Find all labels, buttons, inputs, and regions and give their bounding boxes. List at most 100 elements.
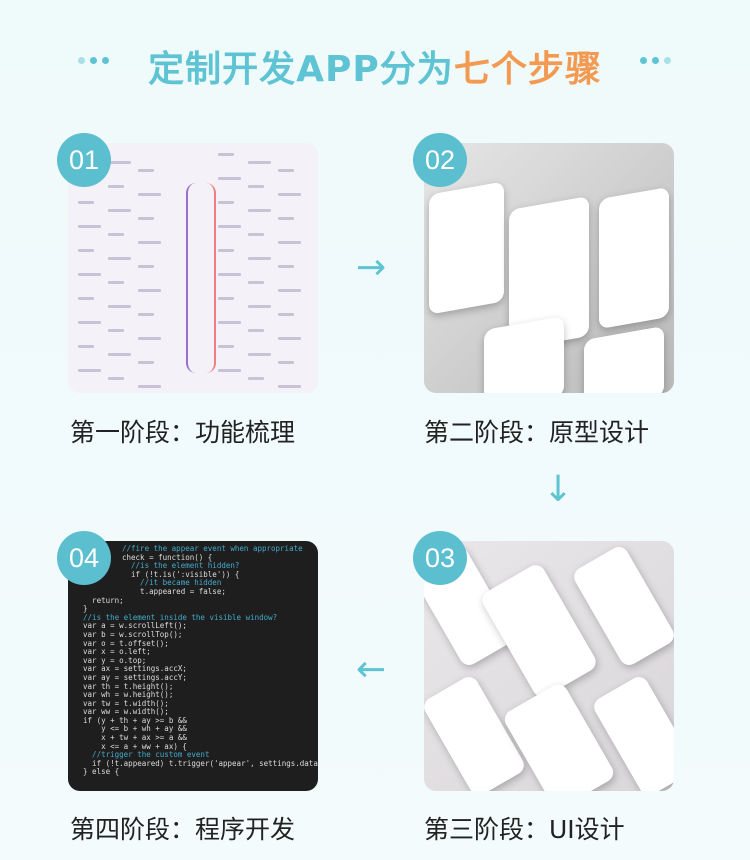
ui-design-image xyxy=(424,541,674,791)
code-line: x <= a + ww + ax) { xyxy=(74,741,187,751)
mindmap-node xyxy=(108,257,131,260)
mindmap-node xyxy=(108,281,124,284)
mindmap-node xyxy=(248,257,271,260)
mindmap-node xyxy=(278,289,301,292)
code-line: var a = w.scrollLeft(); xyxy=(74,621,187,631)
code-line: var x = o.left; xyxy=(74,647,151,657)
mindmap-branches xyxy=(186,183,216,373)
mindmap-node xyxy=(218,273,241,276)
mindmap-node xyxy=(108,377,124,380)
mindmap-node xyxy=(78,297,94,300)
mindmap-node xyxy=(218,249,234,252)
mindmap-node xyxy=(248,329,264,332)
mindmap-node xyxy=(108,329,124,332)
mindmap-node xyxy=(108,161,131,164)
mindmap-node xyxy=(78,321,101,324)
mindmap-node xyxy=(78,225,101,228)
mindmap-node xyxy=(218,201,234,204)
mindmap-node xyxy=(138,217,154,220)
code-line: } else { xyxy=(74,767,120,777)
mindmap-node xyxy=(218,345,234,348)
mindmap-node xyxy=(78,369,101,372)
mindmap-node xyxy=(278,313,294,316)
mindmap-node xyxy=(278,217,294,220)
mindmap-node xyxy=(248,209,271,212)
code-line: //it became hidden xyxy=(122,578,222,588)
mindmap-node xyxy=(108,233,124,236)
code-line: var tw = t.width(); xyxy=(74,698,169,708)
code-line: var wh = w.height(); xyxy=(74,690,174,700)
mindmap-node xyxy=(78,273,101,276)
code-line: var ax = settings.accX; xyxy=(74,664,187,674)
mindmap-node xyxy=(278,241,301,244)
mindmap-node xyxy=(138,337,161,340)
mindmap-node xyxy=(248,185,264,188)
step-label-01: 第一阶段：功能梳理 xyxy=(70,418,296,447)
mindmap-node xyxy=(278,169,294,172)
step-label-04: 第四阶段：程序开发 xyxy=(70,815,296,844)
code-line: //is the element inside the visible wind… xyxy=(74,612,278,622)
code-line: //fire the appear event when appropriate xyxy=(122,544,303,553)
decor-dots-left xyxy=(78,57,109,64)
arrow-down-icon: ↓ xyxy=(543,469,574,510)
code-line: t.appeared = false; xyxy=(122,586,226,596)
code-line: //is the element hidden? xyxy=(122,561,240,571)
mindmap-node xyxy=(248,377,264,380)
mindmap-node xyxy=(138,169,154,172)
code-line: if (!t.is(':visible')) { xyxy=(122,569,240,579)
code-line: var ww = w.width(); xyxy=(74,707,169,717)
prototype-image xyxy=(424,143,674,393)
mindmap-node xyxy=(278,385,301,388)
step-badge-04: 04 xyxy=(57,531,111,585)
mindmap-image xyxy=(68,143,318,393)
mindmap-node xyxy=(218,297,234,300)
step-label-02: 第二阶段：原型设计 xyxy=(424,418,650,447)
code-line: } xyxy=(74,604,88,614)
mindmap-node xyxy=(108,185,124,188)
code-line: var th = t.height(); xyxy=(74,681,174,691)
arrow-right-icon: → xyxy=(356,247,387,288)
mindmap-node xyxy=(278,265,294,268)
mindmap-node xyxy=(248,281,264,284)
code-line: y <= b + wh + ay && xyxy=(74,724,187,734)
step-badge-02: 02 xyxy=(413,133,467,187)
mindmap-node xyxy=(218,153,234,156)
mindmap-node xyxy=(78,201,94,204)
mindmap-node xyxy=(78,249,94,252)
mindmap-node xyxy=(138,289,161,292)
code-line: var b = w.scrollTop(); xyxy=(74,629,183,639)
page-title: 定制开发APP分为七个步骤 xyxy=(148,49,602,90)
code-line: if (!t.appeared) t.trigger('appear', set… xyxy=(74,758,318,768)
mindmap-node xyxy=(278,361,294,364)
mindmap-node xyxy=(108,353,131,356)
mindmap-node xyxy=(138,361,154,364)
code-line: var ay = settings.accY; xyxy=(74,672,187,682)
mindmap-node xyxy=(278,193,301,196)
mindmap-node xyxy=(108,305,131,308)
mindmap-node xyxy=(138,313,154,316)
code-line: return; xyxy=(74,595,124,605)
code-line: //trigger the custom event xyxy=(74,750,210,760)
mindmap-node xyxy=(278,337,301,340)
mindmap-node xyxy=(248,305,271,308)
mindmap-node xyxy=(218,177,241,180)
code-image: //fire the appear event when appropriate… xyxy=(68,541,318,791)
decor-dots-right xyxy=(640,57,671,64)
mindmap-node xyxy=(248,161,271,164)
mindmap-node xyxy=(218,369,241,372)
mindmap-node xyxy=(218,321,241,324)
mindmap-node xyxy=(108,209,131,212)
mindmap-node xyxy=(248,233,264,236)
arrow-left-icon: ← xyxy=(356,649,387,690)
code-line: if (y + th + ay >= b && xyxy=(74,715,187,725)
mindmap-node xyxy=(78,345,94,348)
mindmap-node xyxy=(218,225,241,228)
code-line: check = function() { xyxy=(122,552,213,562)
step-badge-03: 03 xyxy=(413,531,467,585)
code-line: var y = o.top; xyxy=(74,655,147,665)
step-label-03: 第三阶段：UI设计 xyxy=(424,815,625,844)
mindmap-node xyxy=(248,353,271,356)
mindmap-node xyxy=(138,385,161,388)
mindmap-node xyxy=(138,265,154,268)
code-line: var o = t.offset(); xyxy=(74,638,169,648)
